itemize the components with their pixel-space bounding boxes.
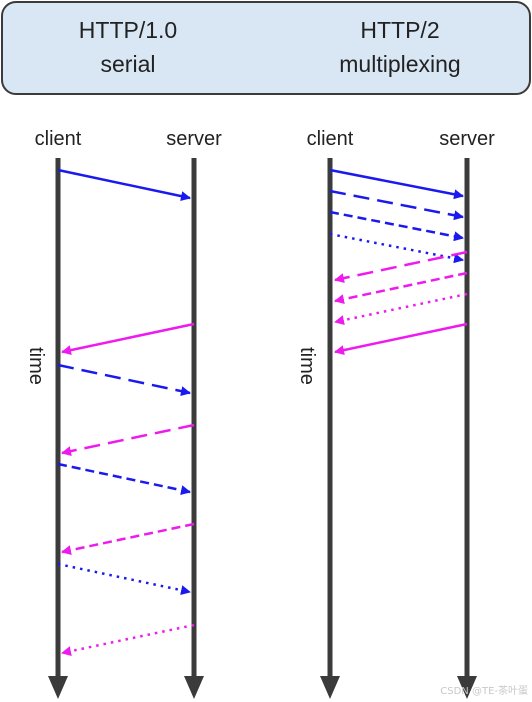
left-server-arrowhead [184,676,204,699]
left-client-arrowhead [48,676,68,699]
http2-subtitle: multiplexing [339,51,460,77]
right-request-2-arrow [329,189,464,221]
http2-title: HTTP/2 [360,17,439,43]
right-server-arrowhead [457,676,477,699]
right-server-label: server [439,128,495,150]
left-request-2-arrow [57,363,191,397]
http10-messages [57,168,195,657]
lifelines [48,158,477,699]
left-response-3-arrow [61,522,195,556]
http10-subtitle: serial [101,51,156,77]
left-request-1-arrow [57,168,191,202]
right-response-1-arrow [334,250,468,284]
right-client-arrowhead [320,676,340,699]
left-server-label: server [166,128,222,150]
right-response-3-arrow [334,292,468,326]
right-time-label: time [296,347,318,385]
watermark: CSDN @TE-茶叶蛋 [440,684,528,697]
http10-title: HTTP/1.0 [79,17,177,43]
left-time-label: time [25,347,47,385]
right-request-1-arrow [329,168,464,200]
right-response-4-arrow [334,322,468,356]
right-client-label: client [307,128,354,150]
left-response-4-arrow [61,623,195,657]
left-response-1-arrow [61,322,195,356]
left-response-2-arrow [61,423,195,457]
header-box [1,1,531,95]
right-request-3-arrow [329,210,464,242]
left-client-label: client [35,128,82,150]
right-response-2-arrow [334,271,468,305]
left-request-4-arrow [57,562,191,596]
http2-messages [329,168,468,356]
left-request-3-arrow [57,462,191,496]
right-request-4-arrow [329,232,464,264]
